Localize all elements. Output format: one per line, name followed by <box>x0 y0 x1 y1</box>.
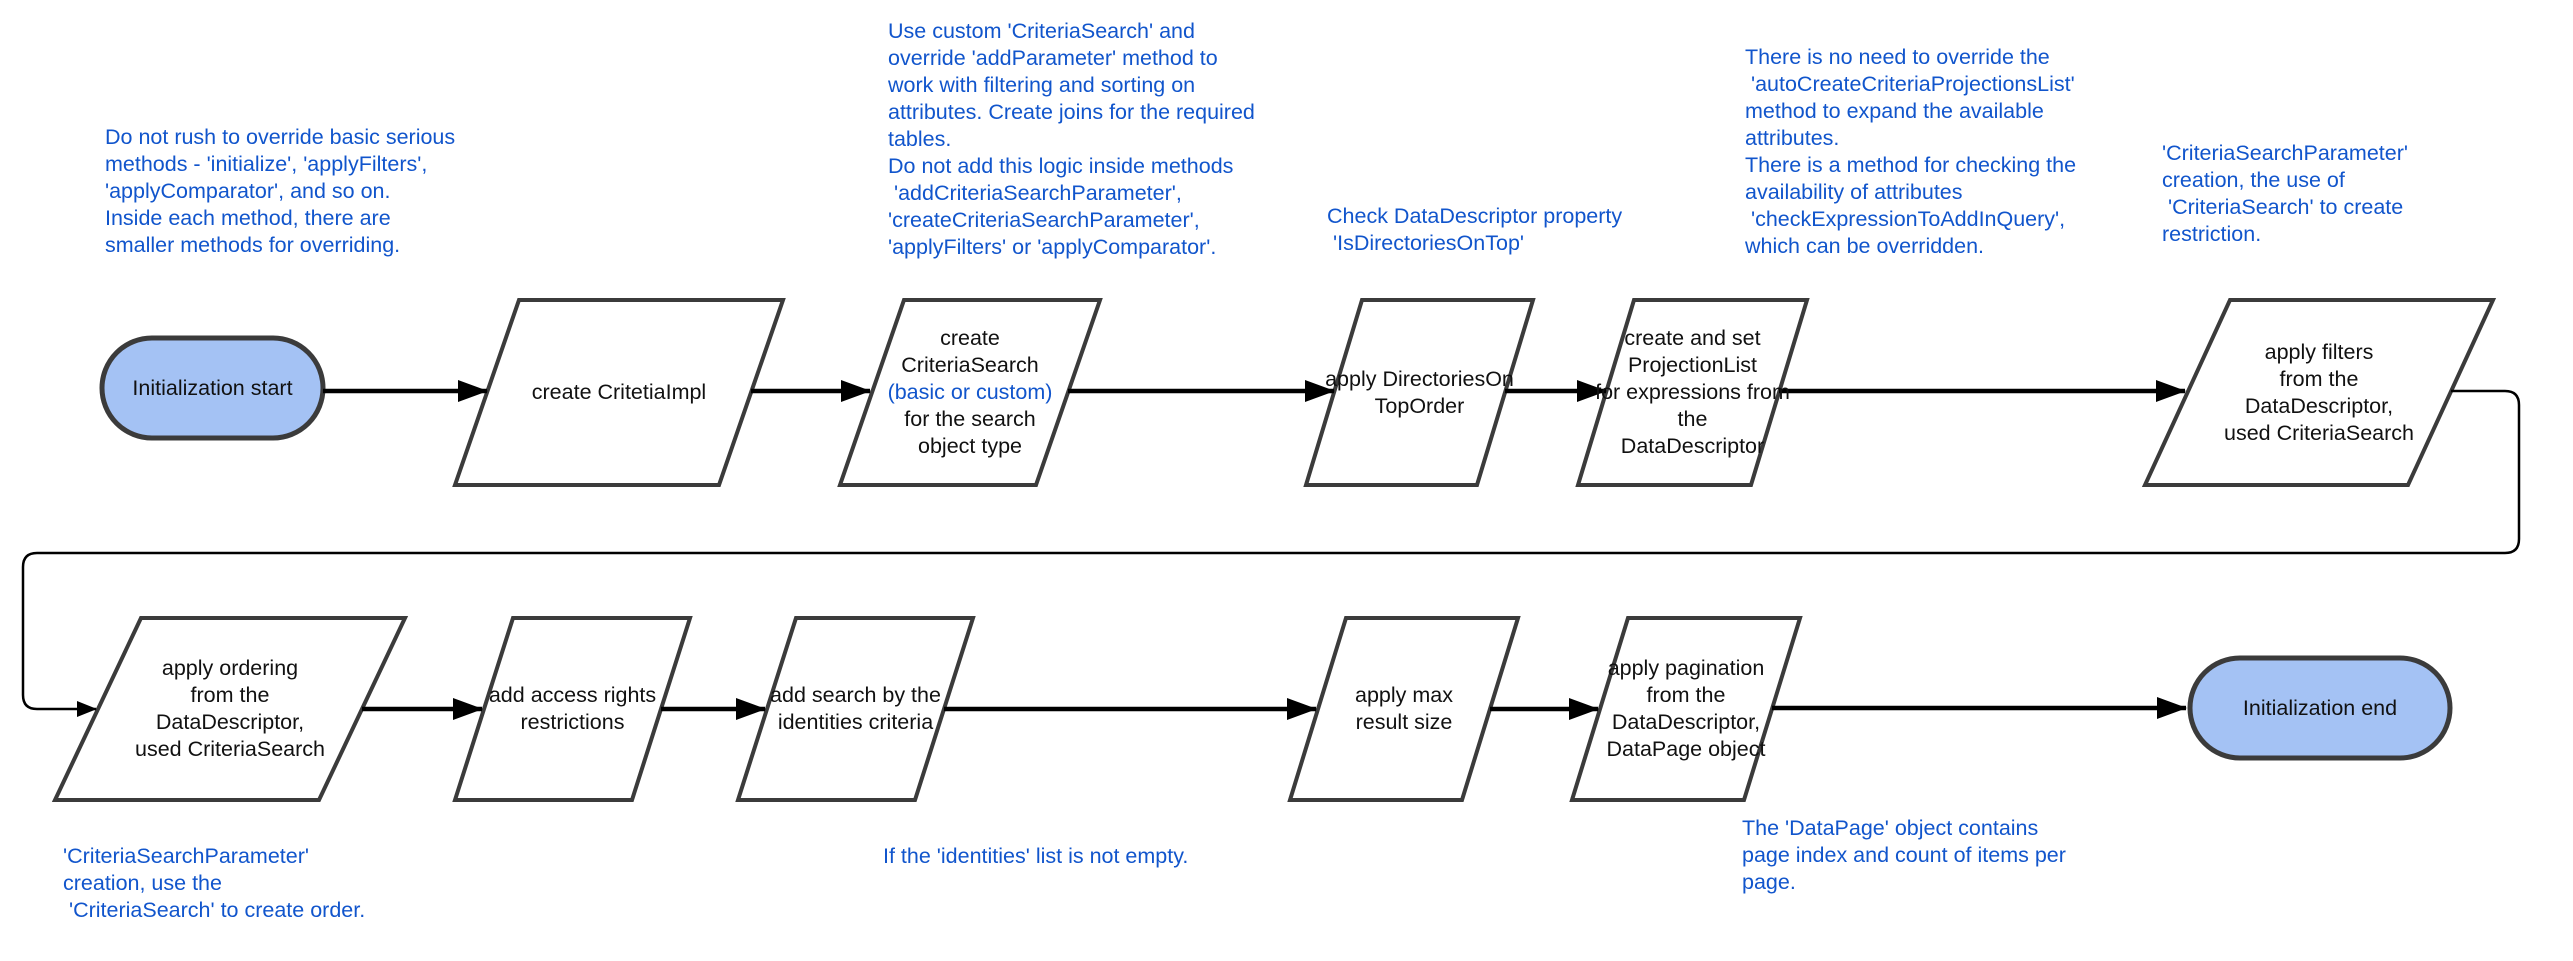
node-shape-max-result-size <box>1287 616 1521 802</box>
node-shape-access-rights <box>452 616 693 802</box>
node-shape-apply-ordering <box>51 616 409 802</box>
node-shape-apply-filters <box>2141 298 2497 487</box>
node-shape-initialization-start <box>99 335 326 441</box>
node-shape-create-critetiaimpl <box>452 298 786 487</box>
node-shape-apply-pagination <box>1569 616 1803 802</box>
node-shape-create-criteriasearch <box>837 298 1103 487</box>
node-shape-create-projectionlist <box>1575 298 1810 487</box>
connector-applyfilters-to-applyordering <box>21 389 2521 717</box>
node-shape-apply-directoriesontop <box>1303 298 1536 487</box>
node-shape-identities-criteria <box>735 616 976 802</box>
node-shape-initialization-end <box>2187 655 2453 761</box>
